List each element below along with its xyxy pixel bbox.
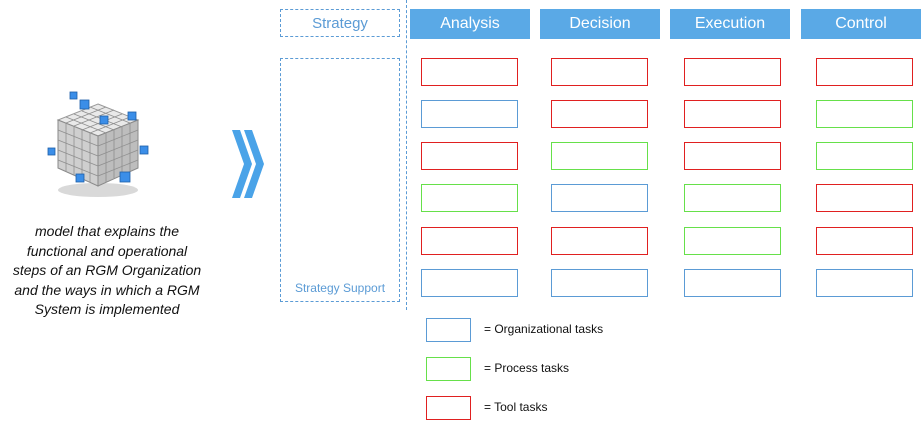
diagram-caption: model that explains the functional and o… xyxy=(12,223,202,317)
task-box-organizational xyxy=(551,184,648,212)
task-box-organizational xyxy=(421,100,518,128)
strategy-support-box: Strategy Support xyxy=(280,58,400,302)
task-box-tool xyxy=(421,58,518,86)
task-box-tool xyxy=(551,227,648,255)
strategy-support-label: Strategy Support xyxy=(294,281,386,295)
legend-label-tool: = Tool tasks xyxy=(484,400,548,414)
task-box-tool xyxy=(816,227,913,255)
legend-swatch-tool xyxy=(426,396,471,420)
strategy-divider xyxy=(406,0,407,310)
task-box-process xyxy=(684,227,781,255)
task-box-tool xyxy=(816,58,913,86)
task-box-tool xyxy=(684,58,781,86)
column-header-execution: Execution xyxy=(670,9,790,39)
task-box-tool xyxy=(684,142,781,170)
task-box-organizational xyxy=(551,269,648,297)
legend-swatch-organizational xyxy=(426,318,471,342)
strategy-header: Strategy xyxy=(280,9,400,37)
task-box-process xyxy=(816,100,913,128)
task-box-tool xyxy=(551,58,648,86)
task-box-process xyxy=(421,184,518,212)
task-box-process xyxy=(816,142,913,170)
column-header-control: Control xyxy=(801,9,921,39)
cube-illustration xyxy=(47,91,149,197)
legend-swatch-process xyxy=(426,357,471,381)
legend-label-process: = Process tasks xyxy=(484,361,570,375)
legend-label-organizational: = Organizational tasks xyxy=(484,322,604,336)
column-header-analysis: Analysis xyxy=(410,9,530,39)
task-box-organizational xyxy=(684,269,781,297)
task-box-tool xyxy=(421,142,518,170)
chevron-right-icon xyxy=(232,130,264,198)
column-header-decision: Decision xyxy=(540,9,660,39)
task-box-tool xyxy=(421,227,518,255)
task-box-tool xyxy=(551,100,648,128)
cube-icon xyxy=(40,90,155,200)
task-box-tool xyxy=(684,100,781,128)
task-box-process xyxy=(551,142,648,170)
task-box-process xyxy=(684,184,781,212)
task-box-organizational xyxy=(816,269,913,297)
task-box-tool xyxy=(816,184,913,212)
task-box-organizational xyxy=(421,269,518,297)
